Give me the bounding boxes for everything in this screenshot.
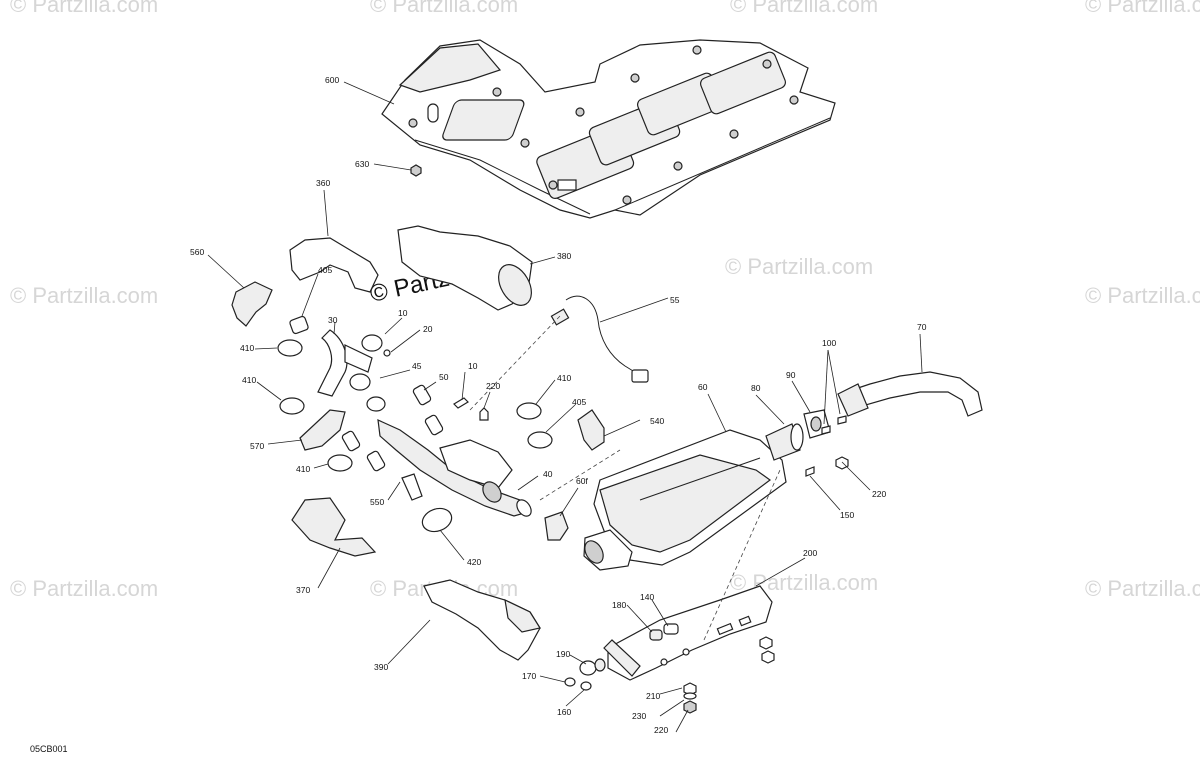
callout-210: 210: [646, 691, 660, 701]
part-370-shield[interactable]: [291, 497, 377, 557]
callout-10: 10: [398, 308, 408, 318]
callout-410: 410: [296, 464, 310, 474]
watermark: © Partzilla.com: [370, 0, 518, 17]
bolt-group[interactable]: [805, 415, 849, 477]
hardware-group[interactable]: [564, 623, 697, 714]
callout-80: 80: [751, 383, 761, 393]
part-540-shield[interactable]: [577, 409, 605, 451]
callout-labels: 600 630 360 560 380 405 30 10 20 410 45 …: [30, 75, 927, 754]
callout-410: 410: [557, 373, 571, 383]
callout-410: 410: [240, 343, 254, 353]
callout-45: 45: [412, 361, 422, 371]
callout-630: 630: [355, 159, 369, 169]
callout-200: 200: [803, 548, 817, 558]
callout-140: 140: [640, 592, 654, 602]
watermark: © Partzilla.com: [10, 0, 158, 17]
watermark: © Partzilla.com: [10, 576, 158, 601]
part-560-shield[interactable]: [231, 281, 273, 327]
callout-55: 55: [670, 295, 680, 305]
part-390-shield[interactable]: [423, 579, 541, 661]
watermark: © Partzilla.com: [1085, 0, 1200, 17]
callout-70: 70: [917, 322, 927, 332]
part-80-sleeve[interactable]: [765, 423, 804, 461]
callout-230: 230: [632, 711, 646, 721]
callout-600: 600: [325, 75, 339, 85]
part-360-heat-shield[interactable]: [289, 237, 379, 293]
callout-220: 220: [486, 381, 500, 391]
callout-160: 160: [557, 707, 571, 717]
callout-405: 405: [572, 397, 586, 407]
callout-405: 405: [318, 265, 332, 275]
part-200-bracket[interactable]: [603, 585, 775, 681]
callout-10: 10: [468, 361, 478, 371]
part-380-heat-shield[interactable]: [397, 225, 538, 311]
diagram-code: 05CB001: [30, 744, 68, 754]
part-570-shield[interactable]: [299, 409, 346, 451]
callout-40: 40: [543, 469, 553, 479]
callout-570: 570: [250, 441, 264, 451]
callout-190: 190: [556, 649, 570, 659]
callout-60: 60: [698, 382, 708, 392]
part-60f-bracket[interactable]: [544, 511, 569, 541]
part-630-fastener[interactable]: [410, 164, 422, 177]
watermark: © Partzilla.com: [730, 0, 878, 17]
part-55-sensor[interactable]: [550, 295, 649, 383]
callout-550: 550: [370, 497, 384, 507]
part-30-exhaust-pipe[interactable]: [317, 329, 373, 397]
callout-560: 560: [190, 247, 204, 257]
callout-410: 410: [242, 375, 256, 385]
callout-390: 390: [374, 662, 388, 672]
callout-100: 100: [822, 338, 836, 348]
callout-20: 20: [423, 324, 433, 334]
watermark: © Partzilla.com: [10, 283, 158, 308]
watermark: © Partzilla.com: [725, 254, 873, 279]
callout-90: 90: [786, 370, 796, 380]
callout-170: 170: [522, 671, 536, 681]
callout-360: 360: [316, 178, 330, 188]
watermark: © Partzilla.com: [1085, 283, 1200, 308]
callout-420: 420: [467, 557, 481, 567]
callout-370: 370: [296, 585, 310, 595]
callout-380: 380: [557, 251, 571, 261]
callout-50: 50: [439, 372, 449, 382]
part-70-tail-pipe[interactable]: [837, 371, 983, 417]
part-600-skid-plate[interactable]: [381, 39, 836, 219]
clamp-group[interactable]: [277, 315, 553, 536]
part-60-muffler[interactable]: [581, 429, 787, 571]
callout-30: 30: [328, 315, 338, 325]
callout-220: 220: [872, 489, 886, 499]
callout-220: 220: [654, 725, 668, 735]
callout-60f: 60f: [576, 476, 588, 486]
part-90-gasket[interactable]: [803, 409, 831, 439]
callout-540: 540: [650, 416, 664, 426]
spring-group[interactable]: [341, 384, 489, 501]
callout-180: 180: [612, 600, 626, 610]
watermark: © Partzilla.com: [1085, 576, 1200, 601]
part-40-front-pipe[interactable]: [377, 419, 534, 519]
leader-lines: [207, 81, 923, 733]
callout-150: 150: [840, 510, 854, 520]
